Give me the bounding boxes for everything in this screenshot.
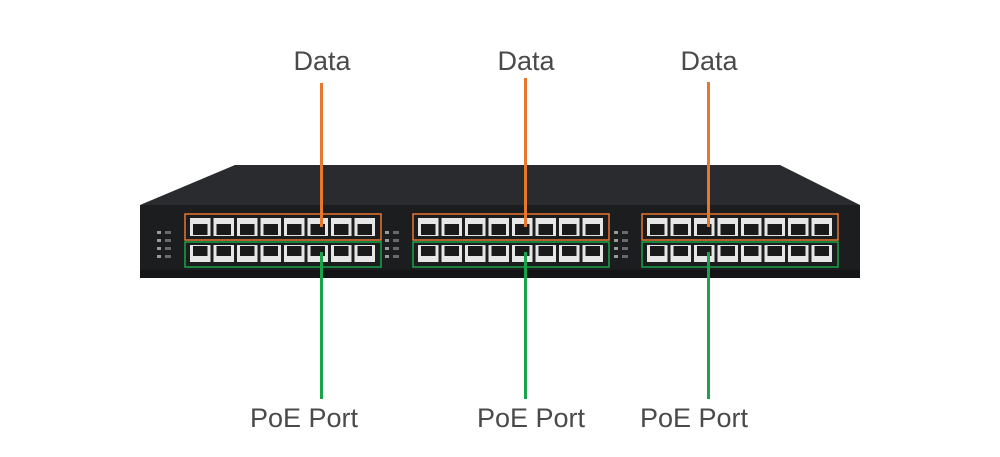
data-port-jack: [720, 224, 735, 235]
switch-front-shadow: [140, 270, 860, 278]
led-indicator: [157, 255, 161, 258]
poe-row-outline: [412, 241, 610, 268]
led-indicator: [385, 231, 389, 234]
poe-port-jack: [538, 246, 553, 256]
poe-port-jack: [444, 246, 459, 256]
poe-port-jack: [357, 246, 372, 256]
data-port-jack: [421, 224, 436, 235]
data-port-jack: [240, 224, 255, 235]
data-port-jack: [491, 224, 506, 235]
poe-port-jack: [193, 246, 208, 256]
poe-port-jack: [334, 246, 349, 256]
poe-port-jack: [240, 246, 255, 256]
led-label: [622, 247, 628, 250]
poe-port-jack: [263, 246, 278, 256]
poe-port-jack: [216, 246, 231, 256]
port-groups: [157, 213, 839, 268]
poe-port-label-1: PoE Port: [249, 403, 359, 433]
data-port-jack: [562, 224, 577, 235]
data-leader-line-3: [707, 82, 710, 227]
poe-port-jack: [585, 246, 600, 256]
data-row-outline: [412, 213, 610, 241]
data-label-2: Data: [497, 46, 555, 76]
poe-leader-line-2: [524, 252, 527, 399]
poe-port-jack: [515, 246, 530, 256]
poe-port-jack: [562, 246, 577, 256]
poe-port-jack: [673, 246, 688, 256]
poe-port-jack: [468, 246, 483, 256]
led-label: [622, 255, 628, 258]
poe-port-jack: [767, 246, 782, 256]
data-port-jack: [468, 224, 483, 235]
led-label: [165, 255, 171, 258]
led-label: [393, 247, 399, 250]
led-label: [165, 247, 171, 250]
data-row-outline: [184, 213, 382, 241]
poe-port-label-3: PoE Port: [639, 403, 749, 433]
led-label: [622, 231, 628, 234]
data-port-jack: [310, 224, 325, 235]
data-port-jack: [673, 224, 688, 235]
poe-port-label-2: PoE Port: [476, 403, 586, 433]
data-leader-line-1: [320, 83, 323, 227]
led-indicator: [157, 231, 161, 234]
data-port-jack: [216, 224, 231, 235]
data-port-jack: [814, 224, 829, 235]
poe-row-outline: [641, 241, 839, 268]
data-port-jack: [744, 224, 759, 235]
data-port-jack: [650, 224, 665, 235]
data-leader-line-2: [524, 78, 527, 227]
data-port-jack: [791, 224, 806, 235]
led-indicator: [614, 255, 618, 258]
led-indicator: [385, 255, 389, 258]
led-label: [393, 231, 399, 234]
data-port-jack: [193, 224, 208, 235]
switch-front-panel: [140, 205, 860, 277]
data-port-jack: [334, 224, 349, 235]
led-indicator: [385, 239, 389, 242]
led-label: [165, 239, 171, 242]
poe-port-jack: [791, 246, 806, 256]
poe-port-jack: [491, 246, 506, 256]
led-indicator: [157, 239, 161, 242]
poe-leader-line-3: [707, 252, 710, 399]
led-indicator: [614, 231, 618, 234]
poe-port-jack: [720, 246, 735, 256]
led-label: [165, 231, 171, 234]
data-port-jack: [515, 224, 530, 235]
data-port-jack: [287, 224, 302, 235]
poe-port-jack: [697, 246, 712, 256]
data-port-jack: [585, 224, 600, 235]
led-indicator: [157, 247, 161, 250]
data-label-1: Data: [293, 46, 351, 76]
poe-port-jack: [287, 246, 302, 256]
data-row-outline: [641, 213, 839, 241]
poe-port-jack: [650, 246, 665, 256]
data-port-jack: [538, 224, 553, 235]
led-indicator: [385, 247, 389, 250]
poe-port-jack: [744, 246, 759, 256]
led-label: [393, 239, 399, 242]
poe-port-jack: [814, 246, 829, 256]
data-port-jack: [697, 224, 712, 235]
switch-top-face: [140, 165, 860, 205]
led-indicator: [614, 239, 618, 242]
data-label-3: Data: [680, 46, 738, 76]
poe-port-jack: [421, 246, 436, 256]
data-port-jack: [444, 224, 459, 235]
data-port-jack: [263, 224, 278, 235]
data-port-jack: [767, 224, 782, 235]
poe-port-jack: [310, 246, 325, 256]
led-label: [622, 239, 628, 242]
led-label: [393, 255, 399, 258]
poe-leader-line-1: [320, 252, 323, 399]
poe-row-outline: [184, 241, 382, 268]
data-port-jack: [357, 224, 372, 235]
led-indicator: [614, 247, 618, 250]
